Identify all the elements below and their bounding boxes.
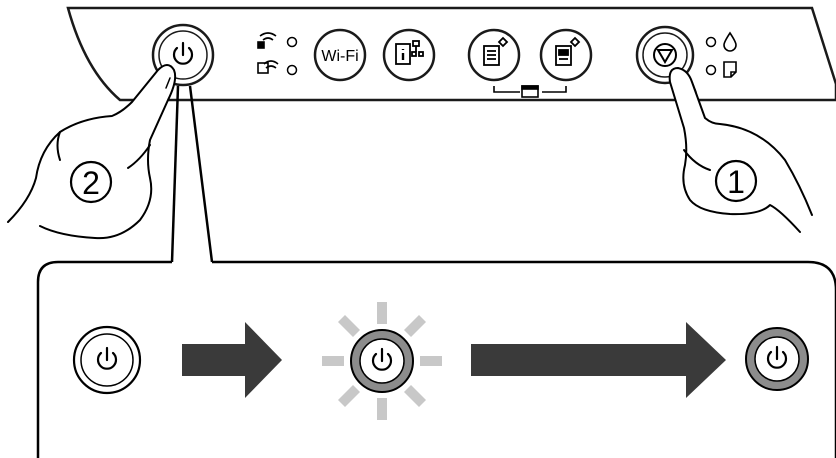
power-state-flashing [322,302,442,420]
step1-marker: 1 [714,159,758,203]
paper-led [705,64,717,76]
wifi-direct-led [286,64,298,76]
wifi-button[interactable]: Wi-Fi [313,28,367,82]
step2-marker: 2 [69,160,113,204]
paper-icon [723,61,737,78]
power-icon [371,347,393,371]
wifi-direct-icon [257,60,279,74]
hand-step2 [7,64,177,240]
copy-color-button[interactable] [539,28,593,82]
step2-number: 2 [82,165,100,201]
control-panel [66,6,836,102]
copy-bw-button[interactable] [467,28,521,82]
copy-bw-icon [483,36,509,66]
hand-step1 [668,67,813,233]
ink-led [705,36,717,48]
power-state-off [72,325,142,395]
stop-icon [653,43,677,67]
step1-number: 1 [727,164,745,200]
arrow-off-to-flashing [182,322,282,398]
info-network-icon [395,40,424,65]
arrow-flashing-to-on [471,322,726,398]
power-state-on [745,327,809,391]
network-info-button[interactable] [382,28,436,82]
wifi-led [286,36,298,48]
power-icon [96,346,118,370]
copy-color-icon [555,36,581,66]
callout-wedge [170,85,214,263]
wifi-button-label: Wi-Fi [321,48,358,65]
power-icon [172,41,194,65]
wifi-signal-icon [257,32,277,49]
copy-bracket [493,85,567,98]
ink-drop-icon [723,31,737,52]
flash-rays [322,302,442,420]
power-icon [766,345,788,369]
